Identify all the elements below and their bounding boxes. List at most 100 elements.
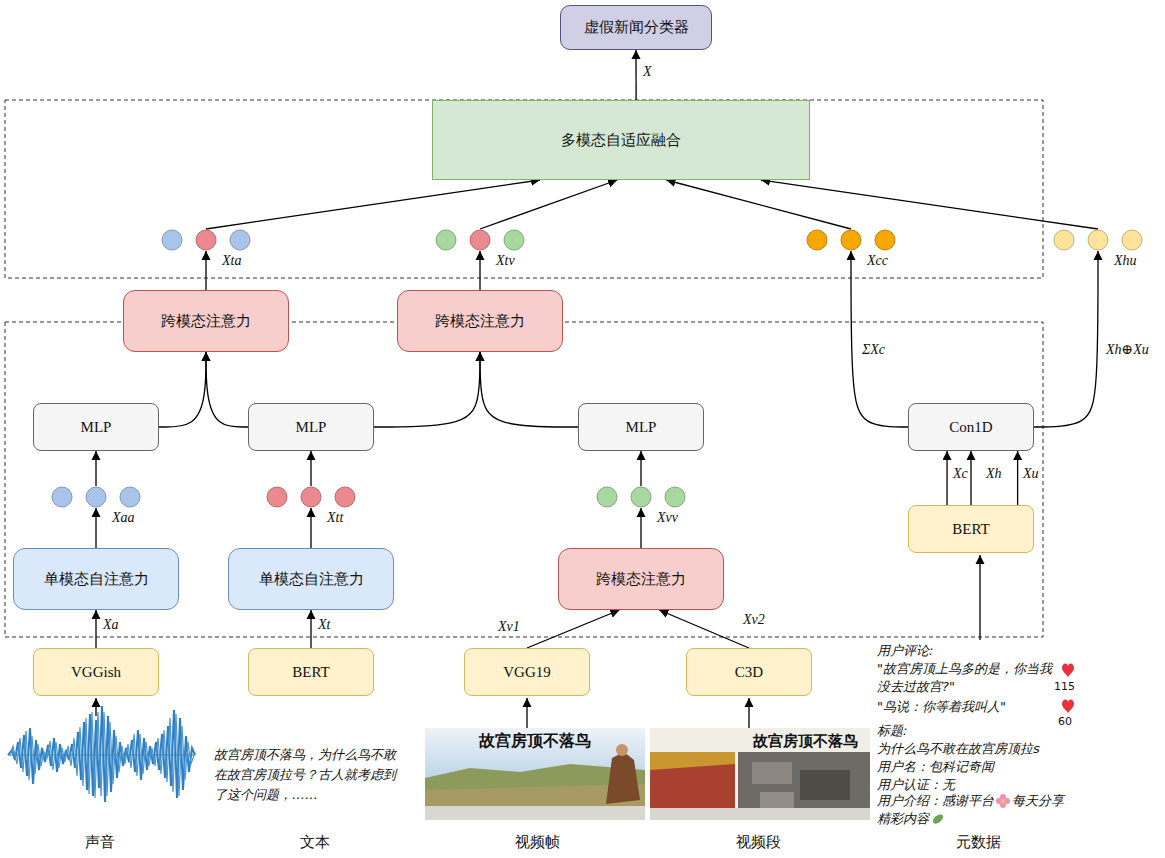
input-arrow [748,698,749,728]
transcript-text: 故宫房顶不落鸟，为什么鸟不敢 在故宫房顶拉号？古人就考虑到 了这个问题，…… [214,745,400,805]
connector-arrow [659,610,749,648]
node-label: VGG19 [503,664,551,681]
edge-label: X [642,64,653,79]
metadata-text: 标题: [877,722,907,740]
vector-dots [806,229,896,251]
heart-icon [1062,700,1074,714]
audio-waveform [8,706,195,802]
metadata-text: 用户介绍：感谢平台 [877,792,994,810]
connector-arrow [205,251,206,290]
edge-label: Xt [317,617,331,632]
connector-arrow [206,352,248,427]
connector-arrow [527,610,619,648]
edge-label: Xa [102,617,120,632]
classifier-box: 虚假新闻分类器 [560,5,712,50]
frame-figure-head [616,744,628,756]
vector-element [86,487,106,507]
dashed-region [5,322,1043,637]
connector-arrow [95,451,96,486]
connector-arrow [851,251,908,427]
connector-arrow [635,50,636,100]
vector-element [841,230,861,250]
node-label: 跨模态注意力 [435,312,525,331]
mlp-box: MLP [33,403,159,451]
vector-label: Xaa [112,511,135,525]
metadata-text: 精彩内容 [877,810,929,828]
edge-label: Xv1 [497,619,521,634]
segment-ground [650,728,870,820]
vector-label: Xtv [496,254,515,268]
waveform [8,706,195,802]
vector-label: Xcc [867,254,888,268]
node-label: 多模态自适应融合 [561,131,681,150]
vector-dots [266,486,356,508]
frame-title: 故宫房顶不落鸟 [425,730,645,751]
feature-vector: Xvv [596,486,686,508]
metadata-text: 为什么鸟不敢在故宫房顶拉s [877,740,1040,758]
dashed-region [5,100,1043,278]
metadata-text: "鸟说：你等着我叫人" [877,698,1006,716]
segment-block [800,770,850,800]
node-label: MLP [626,419,657,436]
edge-label: ΣXc [861,342,886,357]
encoder-box: VGGish [33,648,159,696]
input-arrow [526,698,527,728]
vector-element [230,230,250,250]
metadata-text: 用户评论: [877,642,933,660]
node-label: 跨模态注意力 [161,312,251,331]
node-label: BERT [292,664,329,681]
vector-element [267,487,287,507]
input-arrow [979,555,980,640]
connector-arrow [95,508,96,548]
vector-dots [596,486,686,508]
vector-element [470,230,490,250]
vector-dots [51,486,141,508]
connector-arrow [640,508,641,548]
node-label: 单模态自注意力 [259,570,364,589]
connector-arrow [640,451,641,486]
connector-arrow [206,180,540,229]
vector-label: Xvv [657,511,678,525]
connector-arrow [761,180,1098,229]
vector-element [335,487,355,507]
feature-vector: Xhu [1053,229,1143,251]
feature-vector: Xtv [435,229,525,251]
vector-element [52,487,72,507]
frame-title: 故宫房顶不落鸟 [740,731,870,751]
connector-arrow [310,610,311,648]
like-count: 115 [1054,680,1075,694]
fusion-box: 多模态自适应融合 [432,100,810,180]
node-label: 单模态自注意力 [44,570,149,589]
vector-element [1054,230,1074,250]
edge-label: Xh [985,466,1003,481]
vector-element [436,230,456,250]
edge-label: Xu [1022,466,1040,481]
video-frame-picture [425,728,645,820]
input-caption: 视频帧 [497,832,577,852]
conv-box: Con1D [908,403,1034,451]
connector-arrow [159,352,206,427]
connector-arrow [946,451,947,505]
self-attention-box: 单模态自注意力 [228,548,394,610]
flower-icon [996,794,1010,808]
vector-label: Xhu [1114,254,1137,268]
frame-figure [606,752,640,804]
segment-block [752,762,792,784]
input-caption: 文本 [275,832,355,852]
vector-element [875,230,895,250]
vector-element [1088,230,1108,250]
metadata-text: "故宫房顶上鸟多的是，你当我 没去过故宫?" [877,660,1061,696]
vector-dots [435,229,525,251]
metadata-text: 用户认证：无 [877,776,955,794]
vector-element [120,487,140,507]
petal [996,798,1002,804]
cross-attention-box: 跨模态注意力 [123,290,289,352]
segment-subtitle-band [650,808,870,820]
node-label: C3D [735,664,763,681]
feature-vector: Xtt [266,486,356,508]
leaf-icon [931,812,945,825]
connector-arrow [1034,251,1098,427]
input-arrow [95,698,96,716]
edge-label: Xc [952,466,969,481]
